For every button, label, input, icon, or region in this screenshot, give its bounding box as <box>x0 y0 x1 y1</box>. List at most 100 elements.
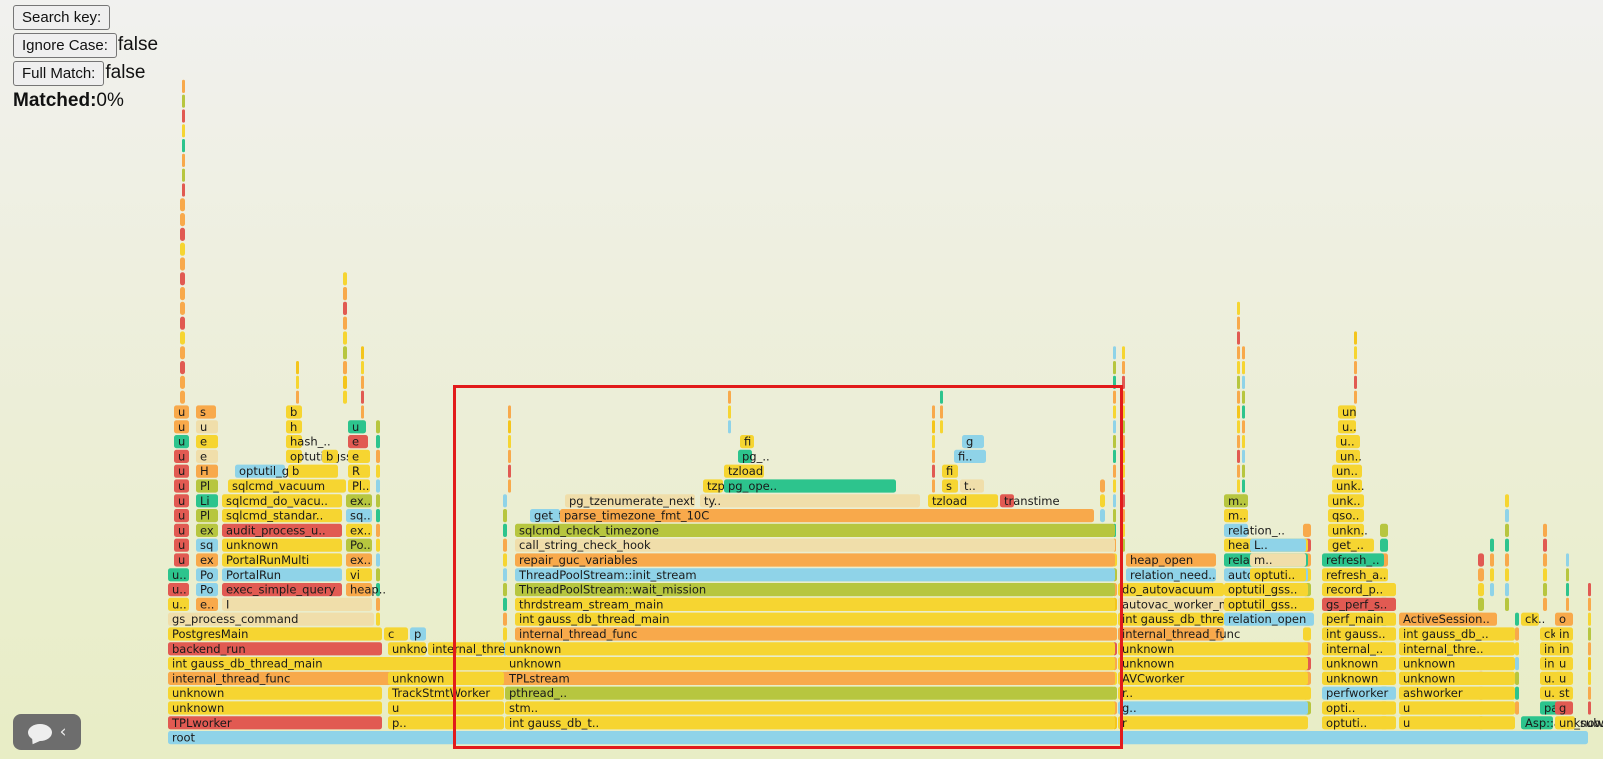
flame-frame[interactable] <box>348 435 368 449</box>
flame-frame-sliver[interactable] <box>932 479 935 493</box>
flame-frame-sliver[interactable] <box>1237 449 1240 463</box>
flame-frame[interactable] <box>286 420 302 434</box>
flame-frame-sliver[interactable] <box>361 390 364 404</box>
flame-frame-sliver[interactable] <box>1242 375 1245 389</box>
flame-frame-sliver[interactable] <box>1242 405 1245 419</box>
flame-frame-sliver[interactable] <box>1588 657 1591 671</box>
flame-frame-sliver[interactable] <box>180 331 185 345</box>
flame-frame-sliver[interactable] <box>932 464 935 478</box>
flame-frame[interactable] <box>1555 701 1573 715</box>
flame-frame[interactable] <box>1336 435 1360 449</box>
flame-frame-sliver[interactable] <box>1122 390 1125 404</box>
flame-frame[interactable] <box>1322 612 1396 626</box>
full-match-button[interactable]: Full Match: <box>13 60 105 86</box>
flame-frame-sliver[interactable] <box>1122 449 1125 463</box>
flame-frame-sliver[interactable] <box>1543 597 1547 611</box>
flame-frame-sliver[interactable] <box>376 449 380 463</box>
flame-frame[interactable] <box>505 686 1115 700</box>
flame-frame-sliver[interactable] <box>1354 375 1357 389</box>
flame-frame-sliver[interactable] <box>1566 568 1569 582</box>
flame-frame-sliver[interactable] <box>182 168 185 182</box>
flame-frame[interactable] <box>1328 494 1364 508</box>
flame-frame-sliver[interactable] <box>1588 583 1591 597</box>
flame-frame[interactable] <box>168 568 189 582</box>
flame-frame[interactable] <box>348 464 370 478</box>
flame-frame[interactable] <box>1322 627 1396 641</box>
flame-frame[interactable] <box>1322 686 1396 700</box>
flame-frame-sliver[interactable] <box>1505 568 1509 582</box>
flame-frame[interactable] <box>222 597 372 611</box>
flame-frame[interactable] <box>286 405 302 419</box>
flame-frame-sliver[interactable] <box>1588 686 1591 700</box>
flame-frame-sliver[interactable] <box>1122 538 1125 552</box>
flame-frame-sliver[interactable] <box>182 139 185 153</box>
flame-frame[interactable] <box>1118 642 1308 656</box>
flame-frame-sliver[interactable] <box>1113 390 1116 404</box>
flame-frame-sliver[interactable] <box>1505 583 1509 597</box>
flame-frame-sliver[interactable] <box>932 420 935 434</box>
flame-frame-sliver[interactable] <box>343 287 347 301</box>
flame-frame-sliver[interactable] <box>1113 361 1116 375</box>
flame-frame-sliver[interactable] <box>1100 494 1105 508</box>
flame-frame[interactable] <box>174 538 189 552</box>
flame-frame[interactable] <box>1555 642 1573 656</box>
flame-frame[interactable] <box>703 479 723 493</box>
flame-frame-sliver[interactable] <box>1122 494 1125 508</box>
flame-frame-sliver[interactable] <box>1113 435 1116 449</box>
flame-frame-sliver[interactable] <box>503 612 507 626</box>
flame-frame[interactable] <box>1118 583 1224 597</box>
flame-frame-sliver[interactable] <box>1237 361 1240 375</box>
flame-frame-sliver[interactable] <box>1237 435 1240 449</box>
flame-frame[interactable] <box>724 464 764 478</box>
flame-frame-sliver[interactable] <box>1122 509 1125 523</box>
flame-frame[interactable] <box>168 627 382 641</box>
flame-frame-sliver[interactable] <box>1113 420 1116 434</box>
flame-frame[interactable] <box>1521 716 1553 730</box>
flame-frame[interactable] <box>196 523 218 537</box>
flame-frame-sliver[interactable] <box>1113 405 1116 419</box>
flame-frame-sliver[interactable] <box>343 316 347 330</box>
flame-frame-sliver[interactable] <box>376 583 380 597</box>
flame-frame[interactable] <box>740 435 754 449</box>
flame-frame[interactable] <box>196 568 218 582</box>
flame-frame-sliver[interactable] <box>1122 375 1125 389</box>
flame-frame[interactable] <box>346 494 372 508</box>
flame-frame[interactable] <box>515 627 1115 641</box>
flame-frame-sliver[interactable] <box>1490 568 1494 582</box>
flame-frame-sliver[interactable] <box>1588 612 1591 626</box>
flame-frame[interactable] <box>286 449 302 463</box>
flame-frame-sliver[interactable] <box>180 213 185 227</box>
flame-frame-sliver[interactable] <box>1515 701 1519 715</box>
flame-frame-sliver[interactable] <box>1237 301 1240 315</box>
flame-frame[interactable] <box>1399 657 1515 671</box>
flame-frame-sliver[interactable] <box>1122 420 1125 434</box>
flame-frame[interactable] <box>384 627 408 641</box>
flame-frame-sliver[interactable] <box>1505 538 1509 552</box>
flame-frame-sliver[interactable] <box>1237 390 1240 404</box>
flame-frame-sliver[interactable] <box>376 509 380 523</box>
flame-frame-sliver[interactable] <box>503 553 507 567</box>
flame-frame-sliver[interactable] <box>508 420 511 434</box>
flame-frame-sliver[interactable] <box>1380 523 1388 537</box>
flame-frame-sliver[interactable] <box>180 257 185 271</box>
flame-frame-sliver[interactable] <box>180 390 185 404</box>
flame-frame[interactable] <box>724 479 896 493</box>
flame-frame[interactable] <box>960 479 984 493</box>
flame-frame-sliver[interactable] <box>1122 361 1125 375</box>
flame-frame-sliver[interactable] <box>376 523 380 537</box>
search-key-button[interactable]: Search key: <box>13 4 111 30</box>
flame-frame[interactable] <box>1126 553 1216 567</box>
flame-frame[interactable] <box>168 731 1588 745</box>
flame-frame[interactable] <box>1399 671 1515 685</box>
flame-frame-sliver[interactable] <box>1490 583 1494 597</box>
flame-frame-sliver[interactable] <box>1113 479 1116 493</box>
flame-frame-sliver[interactable] <box>1566 597 1569 611</box>
flame-frame-sliver[interactable] <box>1588 701 1591 715</box>
flame-frame-sliver[interactable] <box>932 449 935 463</box>
flame-frame[interactable] <box>196 494 218 508</box>
flame-frame-sliver[interactable] <box>343 346 347 360</box>
flame-frame[interactable] <box>1118 701 1308 715</box>
flame-frame[interactable] <box>174 509 189 523</box>
flame-frame[interactable] <box>515 523 1115 537</box>
flame-frame-sliver[interactable] <box>182 124 185 138</box>
